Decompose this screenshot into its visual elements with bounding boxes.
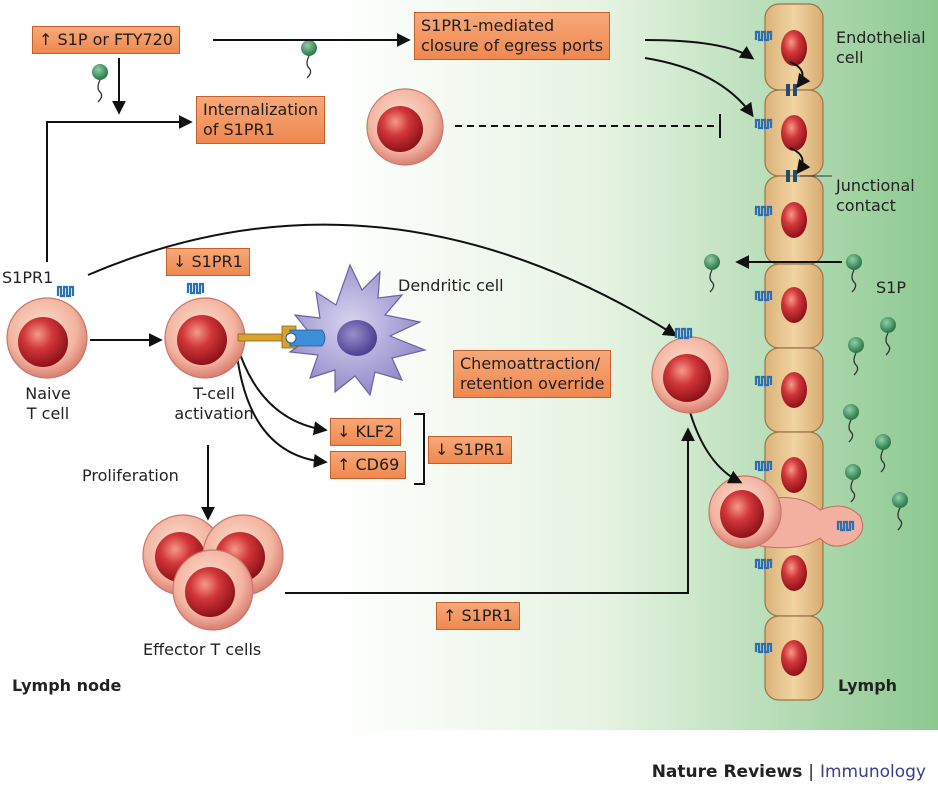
receptor-icon (836, 520, 855, 532)
up-cd69-text: ↑ CD69 (337, 455, 400, 474)
endothelial-nucleus (781, 115, 807, 151)
endothelial-nucleus (781, 555, 807, 591)
s1p-ligand-icon (880, 317, 896, 356)
dendritic-cell-label: Dendritic cell (398, 276, 504, 295)
chemoattracted-t-cell (651, 327, 729, 414)
activated-t-cell (164, 282, 326, 379)
pathway-arrows (46, 33, 842, 594)
s1p-fty720-text: ↑ S1P or FTY720 (39, 30, 174, 49)
arrow-effector-to-chemoattraction (285, 427, 695, 594)
endothelial-nucleus (781, 202, 807, 238)
up-s1pr1-box: ↑ S1PR1 (436, 602, 520, 630)
chemoattraction-line-1: Chemoattraction/ (460, 354, 601, 373)
endothelial-wall (764, 3, 824, 701)
effector-t-cells (142, 514, 284, 631)
s1pr1-receptor-icon (56, 285, 75, 298)
internalization-line-1: Internalization (203, 100, 318, 119)
arrow-to-transmigration (689, 411, 743, 484)
arrow-naive-to-chemoattraction (87, 223, 678, 337)
arrow-closure-to-wall-1 (644, 39, 755, 60)
bracket-klf2-cd69 (414, 413, 425, 485)
down-s1pr1-box-top: ↓ S1PR1 (166, 248, 250, 276)
lymph-label: Lymph (838, 676, 898, 695)
down-s1pr1-right-text: ↓ S1PR1 (435, 440, 505, 459)
s1pr1-label: S1PR1 (2, 268, 54, 287)
s1p-ligand-icon (846, 254, 862, 293)
down-s1pr1-box-right: ↓ S1PR1 (428, 436, 512, 464)
junctional-contact-label: Junctional contact (836, 176, 915, 215)
down-s1pr1-top-text: ↓ S1PR1 (173, 252, 243, 271)
internalization-line-2: of S1PR1 (203, 120, 275, 139)
chemoattraction-line-2: retention override (460, 374, 605, 393)
s1p-ligand-icon (301, 40, 317, 79)
credit-separator: | (808, 762, 815, 782)
endothelial-nucleus (781, 30, 807, 66)
naive-t-cell-label: Naive T cell (25, 384, 71, 423)
s1pr1-receptor-icon (186, 282, 205, 295)
s1p-label: S1P (876, 278, 906, 297)
s1p-ligand-icon (845, 464, 861, 503)
closure-line-1: S1PR1-mediated (421, 16, 555, 35)
s1p-ligand-icon (892, 492, 908, 531)
closure-line-2: closure of egress ports (421, 36, 604, 55)
endothelial-nucleus (781, 287, 807, 323)
endothelial-nucleus (781, 640, 807, 676)
mhc-icon (289, 329, 326, 347)
s1p-ligand-icon (704, 254, 720, 293)
up-s1pr1-text: ↑ S1PR1 (443, 606, 513, 625)
internalization-box: Internalization of S1PR1 (196, 96, 325, 144)
s1pr1-receptor-icon (674, 327, 693, 340)
s1p-ligand-icon (843, 404, 859, 443)
down-klf2-box: ↓ KLF2 (330, 418, 402, 446)
s1p-fty720-box: ↑ S1P or FTY720 (32, 26, 181, 54)
wall-receptors (754, 30, 773, 654)
endothelial-nucleus (781, 372, 807, 408)
transmigrating-t-cell (708, 475, 864, 549)
lymph-node-label: Lymph node (12, 676, 122, 695)
naive-t-cell (6, 285, 88, 379)
journal-credit: Nature Reviews | Immunology (652, 762, 926, 782)
tcr-synapse-icon (237, 333, 287, 342)
endothelial-cell-label: Endothelial cell (836, 28, 926, 67)
dendritic-cell (288, 263, 427, 397)
s1p-ligand-icon (848, 337, 864, 376)
t-cell-activation-label: T-cell activation (174, 384, 254, 423)
closure-box: S1PR1-mediated closure of egress ports (414, 12, 611, 60)
junctional-contact-marks (786, 84, 797, 182)
proliferation-label: Proliferation (82, 466, 179, 485)
s1p-ligands (92, 40, 908, 531)
s1p-ligand-icon (92, 64, 108, 103)
journal-name: Immunology (819, 762, 926, 782)
s1p-ligand-icon (875, 434, 891, 473)
arrow-closure-to-wall-2 (644, 57, 754, 118)
endothelial-nucleus (781, 457, 807, 493)
chemoattraction-box: Chemoattraction/ retention override (453, 350, 612, 398)
effector-t-cells-label: Effector T cells (143, 640, 262, 659)
internalizing-t-cell (366, 88, 444, 166)
arrow-to-klf2 (236, 344, 328, 436)
publisher-name: Nature Reviews (651, 762, 803, 782)
down-klf2-text: ↓ KLF2 (337, 422, 395, 441)
up-cd69-box: ↑ CD69 (330, 451, 407, 479)
arrow-to-internalization (46, 115, 193, 262)
arrow-to-cd69 (236, 354, 328, 468)
